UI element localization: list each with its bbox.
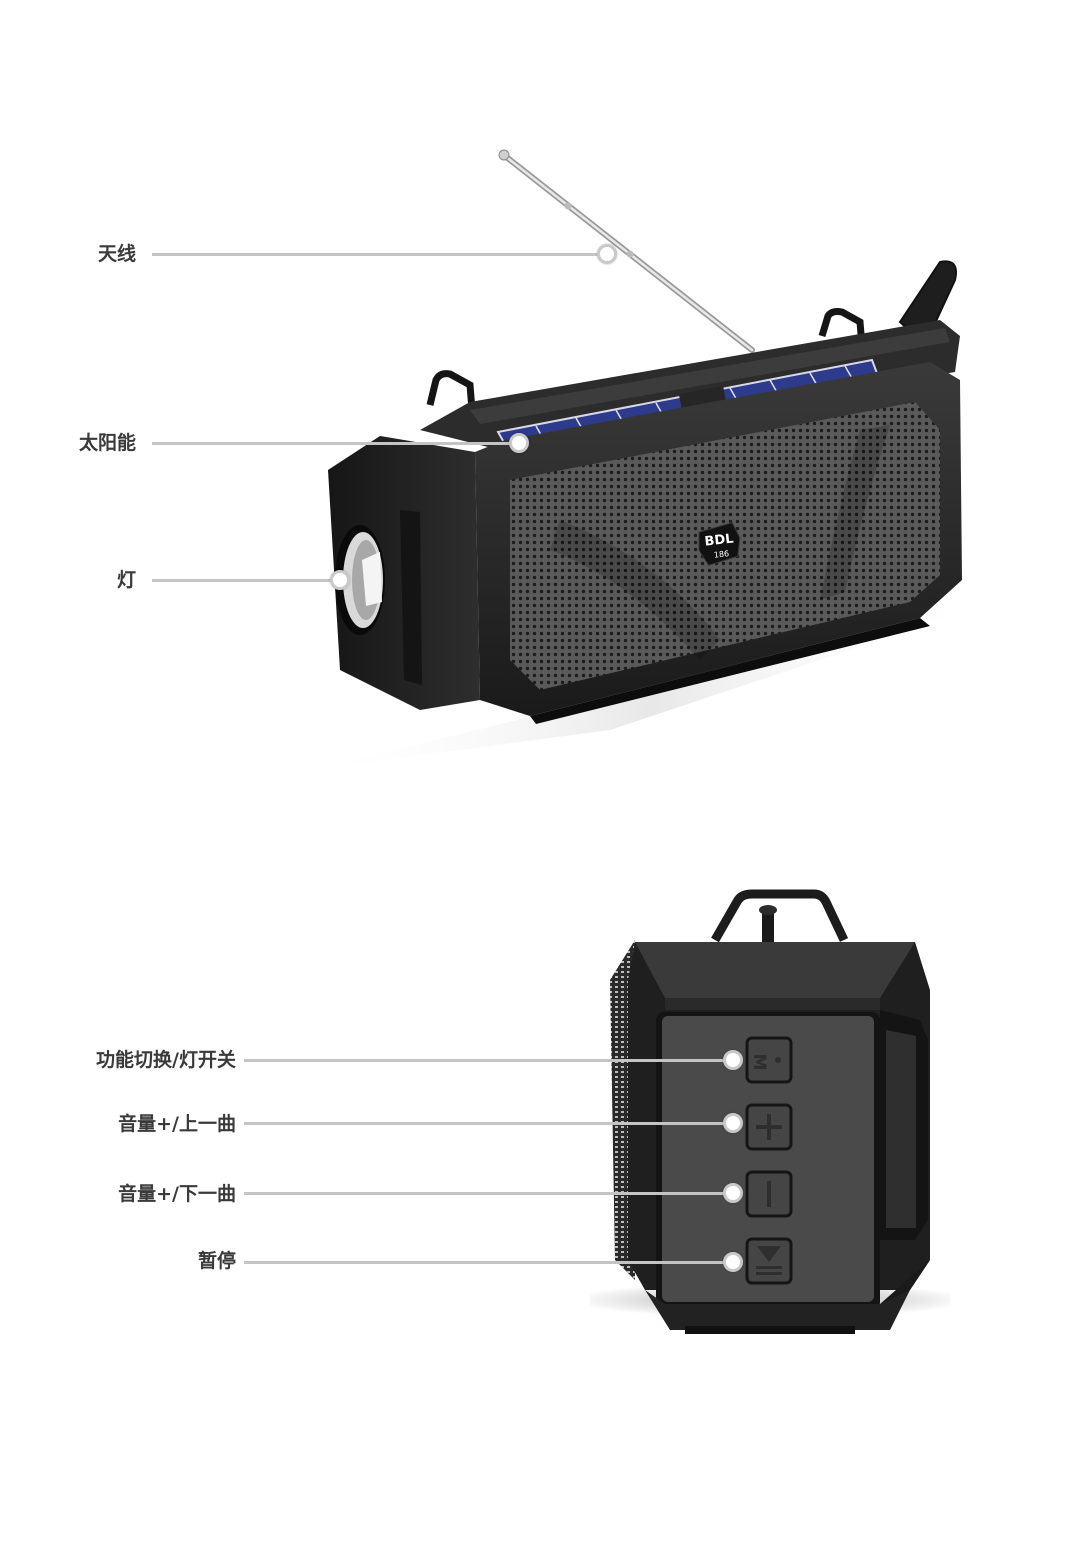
volume-down-button[interactable] bbox=[745, 1170, 793, 1218]
callout-dot-antenna bbox=[597, 244, 617, 264]
play-pause-icon bbox=[756, 1246, 782, 1275]
brand-name: BDL bbox=[704, 532, 734, 550]
callout-label-antenna: 天线 bbox=[97, 243, 136, 265]
volume-up-button[interactable] bbox=[745, 1103, 793, 1151]
leader-line-pause bbox=[244, 1261, 726, 1264]
leader-line-antenna bbox=[152, 253, 600, 256]
callout-dot-light bbox=[330, 570, 350, 590]
callout-dot-mode bbox=[723, 1050, 743, 1070]
speaker-front-view: BDL 186 bbox=[300, 140, 1000, 780]
plus-icon bbox=[756, 1114, 782, 1140]
leader-line-light bbox=[152, 579, 332, 582]
callout-dot-solar bbox=[509, 433, 529, 453]
mode-button[interactable]: M bbox=[745, 1036, 793, 1084]
leader-line-volume-down bbox=[244, 1192, 726, 1195]
model-number: 186 bbox=[713, 549, 729, 560]
callout-dot-volume-up bbox=[723, 1113, 743, 1133]
flashlight-lens bbox=[335, 525, 385, 635]
m-mode-icon: M bbox=[749, 1054, 769, 1071]
callout-label-volume-down: 音量+/下一曲 bbox=[118, 1183, 236, 1205]
callout-dot-pause bbox=[723, 1252, 743, 1272]
leader-line-solar bbox=[152, 442, 512, 445]
pause-button[interactable] bbox=[745, 1237, 793, 1285]
speaker-side-view: M bbox=[570, 880, 970, 1340]
callout-label-pause: 暂停 bbox=[197, 1250, 236, 1272]
brand-badge: BDL 186 bbox=[698, 522, 741, 566]
speaker-side-illustration: M bbox=[570, 889, 970, 1334]
callout-label-volume-up: 音量+/上一曲 bbox=[118, 1113, 236, 1135]
callout-label-solar: 太阳能 bbox=[78, 432, 136, 454]
leader-line-mode bbox=[244, 1059, 726, 1062]
callout-dot-volume-down bbox=[723, 1183, 743, 1203]
speaker-front-illustration: BDL 186 bbox=[310, 149, 990, 770]
callout-label-mode: 功能切换/灯开关 bbox=[96, 1049, 236, 1071]
leader-line-volume-up bbox=[244, 1122, 726, 1125]
callout-label-light: 灯 bbox=[116, 569, 136, 591]
antenna bbox=[498, 149, 755, 353]
